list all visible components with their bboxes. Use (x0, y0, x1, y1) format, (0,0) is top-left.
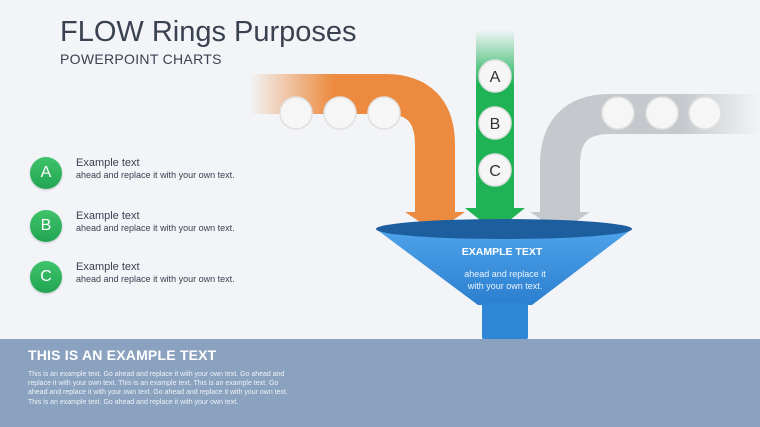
funnel: EXAMPLE TEXT ahead and replace it with y… (376, 219, 632, 340)
slide-subtitle: POWERPOINT CHARTS (60, 51, 222, 67)
list-item-a: A Example text ahead and replace it with… (30, 157, 270, 193)
footer-panel: THIS IS AN EXAMPLE TEXT This is an examp… (0, 339, 760, 427)
green-ring-b (478, 106, 512, 140)
orange-ring-3 (367, 96, 401, 130)
list-item-c: C Example text ahead and replace it with… (30, 261, 270, 297)
letter-badge-a: A (30, 157, 62, 189)
list-item-title: Example text (76, 261, 140, 273)
list-item-b: B Example text ahead and replace it with… (30, 210, 270, 246)
gray-ring-1 (601, 96, 635, 130)
letter-badge-c: C (30, 261, 62, 293)
green-ring-c (478, 153, 512, 187)
orange-ring-1 (279, 96, 313, 130)
green-ring-a-label: A (490, 69, 501, 86)
gray-flow-arrow (530, 94, 760, 232)
letter-badge-b: B (30, 210, 62, 242)
list-item-desc: ahead and replace it with your own text. (76, 170, 235, 180)
gray-ring-2 (645, 96, 679, 130)
list-item-desc: ahead and replace it with your own text. (76, 274, 235, 284)
funnel-text-line2: with your own text. (467, 281, 543, 291)
footer-body: This is an example text. Go ahead and re… (28, 371, 288, 406)
list-item-title: Example text (76, 210, 140, 222)
orange-flow-arrow (250, 74, 465, 232)
gray-ring-3 (688, 96, 722, 130)
green-ring-c-label: C (489, 163, 501, 180)
green-flow-arrow: A B C (465, 30, 525, 232)
funnel-text-line1: ahead and replace it (464, 269, 546, 279)
slide-title: FLOW Rings Purposes (60, 16, 357, 48)
orange-ring-2 (323, 96, 357, 130)
green-ring-b-label: B (490, 116, 501, 133)
green-ring-a (478, 59, 512, 93)
footer-title: THIS IS AN EXAMPLE TEXT (28, 347, 217, 363)
funnel-title: EXAMPLE TEXT (462, 246, 543, 258)
list-item-desc: ahead and replace it with your own text. (76, 223, 235, 233)
list-item-title: Example text (76, 157, 140, 169)
